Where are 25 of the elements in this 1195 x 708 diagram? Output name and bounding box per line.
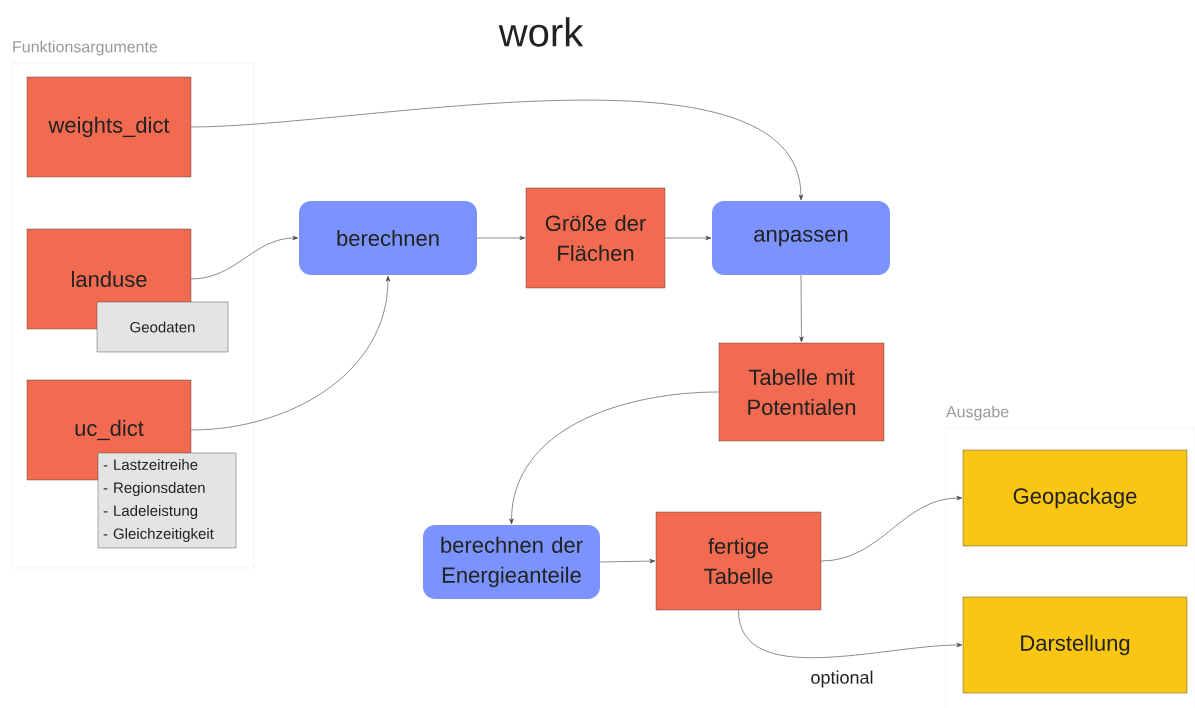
note-box: Geodaten [96,301,229,353]
edge-label: optional [808,668,876,690]
node-label: Funktionsargumente [13,40,158,56]
argument-box: weights_dict [26,76,192,178]
arrow [664,235,712,241]
process-box: berechnen der Energieanteile [423,525,600,599]
title: work [498,17,584,47]
note-box: - Lastzeitreihe - Regionsdaten - Ladeleistung - Gleichzeitigkeit [97,452,237,549]
data-box: fertige Tabelle [655,511,822,611]
arrow [820,495,963,562]
arrow [599,558,656,564]
output-box: Darstellung [962,596,1188,694]
arrow [190,275,391,431]
process-box: berechnen [299,201,477,275]
output-box: Geopackage [962,449,1188,547]
arrow [190,100,804,201]
process-box: anpassen [712,201,890,275]
arrow [509,391,720,525]
arrow [799,274,804,343]
data-box: Tabelle mit Potentialen [718,342,885,442]
arrow [476,235,526,241]
arrow [190,235,299,280]
node-label: Ausgabe [946,405,1009,421]
arrow [738,609,963,658]
data-box: Größe der Flächen [525,187,666,289]
